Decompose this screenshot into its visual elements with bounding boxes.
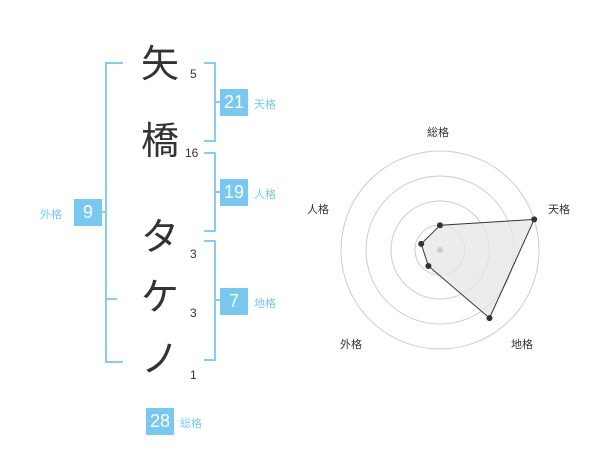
soukaku-value: 28: [146, 408, 174, 435]
gaikaku-value: 9: [74, 199, 102, 226]
name-char-1: 矢: [140, 42, 179, 86]
jinkaku-connector: [214, 191, 221, 193]
chikaku-value: 7: [220, 288, 248, 315]
radar-label-chikaku: 地格: [511, 338, 533, 351]
soukaku-label: 総格: [180, 417, 202, 430]
name-char-3: タ: [140, 215, 179, 259]
stroke-count-3: 3: [190, 247, 197, 261]
radar-point-chikaku: [486, 315, 493, 322]
tenkaku-label: 天格: [254, 98, 276, 111]
radar-point-tenkaku: [531, 216, 538, 223]
radar-label-jinkaku: 人格: [307, 203, 329, 216]
radar-point-jinkaku: [418, 240, 425, 247]
chikaku-label: 地格: [254, 297, 276, 310]
gaikaku-bracket: [105, 62, 123, 363]
radar-chart: [340, 150, 540, 350]
chikaku-connector: [214, 299, 221, 301]
name-char-5: ノ: [140, 337, 179, 381]
stroke-count-5: 1: [190, 368, 197, 382]
name-char-2: 橋: [140, 119, 179, 163]
stroke-count-4: 3: [190, 306, 197, 320]
radar-label-gaikaku: 外格: [340, 338, 362, 351]
radar-score-area: [420, 218, 535, 319]
jinkaku-value: 19: [220, 179, 248, 206]
radar-label-soukaku: 総格: [427, 126, 449, 139]
radar-point-soukaku: [437, 222, 443, 229]
jinkaku-label: 人格: [254, 188, 276, 201]
stroke-count-2: 16: [185, 146, 199, 160]
stroke-count-1: 5: [190, 67, 197, 81]
tenkaku-connector: [214, 101, 221, 103]
gaikaku-label: 外格: [40, 208, 62, 221]
radar-center-dot: [437, 247, 443, 253]
name-char-4: ケ: [140, 275, 179, 319]
radar-label-tenkaku: 天格: [548, 203, 570, 216]
tenkaku-value: 21: [220, 89, 248, 116]
gaikaku-split-mark: [105, 298, 117, 300]
radar-point-gaikaku: [425, 263, 432, 269]
radar-ring-4: [340, 150, 540, 350]
